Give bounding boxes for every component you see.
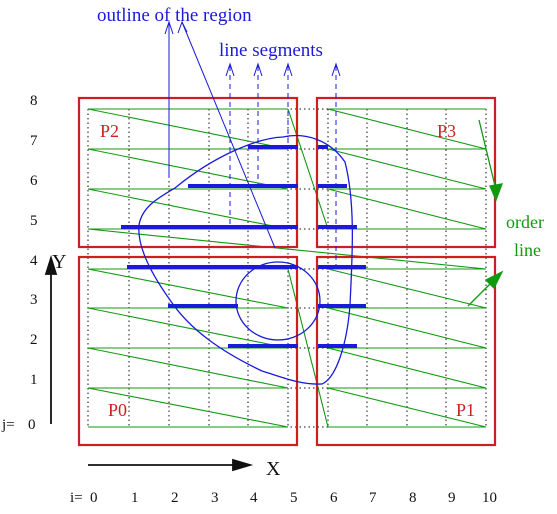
- i-tick-label: 4: [250, 490, 258, 506]
- x-axis-arrowhead: [232, 458, 254, 472]
- order-line-arrows: [467, 119, 504, 307]
- i-tick-label: 10: [482, 490, 497, 506]
- i-tick-label: 2: [171, 490, 179, 506]
- arrowhead: [484, 270, 504, 290]
- order-line-connector: [287, 268, 329, 428]
- order-line-return: [327, 268, 487, 309]
- partition-p1-label: P1: [456, 400, 475, 420]
- segment-pointers: [225, 62, 341, 267]
- order-line-return: [87, 387, 289, 428]
- segments-label: line segments: [219, 40, 323, 61]
- j-tick-label: 4: [30, 253, 38, 269]
- axes: [44, 254, 254, 472]
- order-line-connector: [87, 228, 487, 270]
- order-lines: [87, 108, 487, 428]
- i-prefix-label: i=: [70, 490, 83, 506]
- order-line-connector: [287, 108, 329, 230]
- i-tick-label: 8: [409, 490, 417, 506]
- outline-pointer-line: [181, 21, 276, 249]
- order-label-line-2: line: [514, 240, 541, 260]
- order-label-line-1: order: [506, 212, 544, 232]
- partition-p0-label: P0: [108, 400, 127, 420]
- arrowhead: [331, 62, 341, 77]
- partition-p2-label: P2: [100, 121, 119, 141]
- x-axis-label: X: [266, 458, 281, 480]
- j-tick-label: 8: [30, 93, 38, 109]
- arrowhead: [177, 20, 188, 34]
- arrowhead: [164, 20, 174, 35]
- j-tick-label: 2: [30, 332, 38, 348]
- i-tick-label: 6: [330, 490, 338, 506]
- j-tick-label: 1: [30, 372, 38, 388]
- outline-pointers: [164, 20, 276, 249]
- i-tick-label: 0: [90, 490, 98, 506]
- partition-p2-box: [77, 96, 299, 249]
- i-tick-label: 1: [131, 490, 139, 506]
- partition-p0-box: [77, 255, 299, 447]
- partition-p3-label: P3: [437, 121, 456, 141]
- order-line-return: [327, 347, 487, 389]
- partition-p1-box: [315, 255, 497, 447]
- arrowhead: [253, 62, 263, 77]
- order-line-return: [87, 347, 289, 389]
- j-tick-label: 3: [30, 292, 38, 308]
- j-tick-label: 5: [30, 213, 38, 229]
- order-line-return: [87, 307, 289, 349]
- partition-boxes: [77, 96, 497, 447]
- order-line-return: [327, 148, 487, 190]
- outer-region-outline: [138, 134, 354, 385]
- order-line-return: [87, 268, 289, 309]
- region-outline: [138, 134, 354, 385]
- inner-hole-outline: [235, 261, 321, 341]
- y-axis-arrowhead: [44, 254, 58, 275]
- order-line-return: [327, 188, 487, 230]
- i-tick-label: 3: [211, 490, 219, 506]
- order-line-return: [327, 108, 487, 150]
- i-tick-label: 5: [290, 490, 298, 506]
- order-line-return: [87, 188, 289, 230]
- arrowhead: [489, 183, 504, 202]
- order-line-return: [87, 148, 289, 190]
- j-tick-labels: 0 1 2 3 4 5 6 7 8: [28, 93, 38, 433]
- j-tick-label: 7: [30, 133, 38, 149]
- partition-p3-box: [315, 96, 497, 249]
- y-axis-label: Y: [52, 251, 66, 273]
- j-prefix-label: j=: [1, 417, 15, 433]
- order-line-return: [327, 307, 487, 349]
- arrowhead: [225, 62, 235, 77]
- order-arrow-line: [478, 119, 497, 191]
- j-tick-label: 0: [28, 417, 36, 433]
- j-tick-label: 6: [30, 173, 38, 189]
- line-segments: [121, 145, 366, 348]
- i-tick-label: 7: [369, 490, 377, 506]
- arrowhead: [283, 62, 293, 77]
- i-tick-label: 9: [448, 490, 456, 506]
- i-tick-labels: 0 1 2 3 4 5 6 7 8 9 10: [90, 490, 497, 506]
- outline-label: outline of the region: [97, 5, 252, 26]
- order-line-return: [327, 387, 487, 428]
